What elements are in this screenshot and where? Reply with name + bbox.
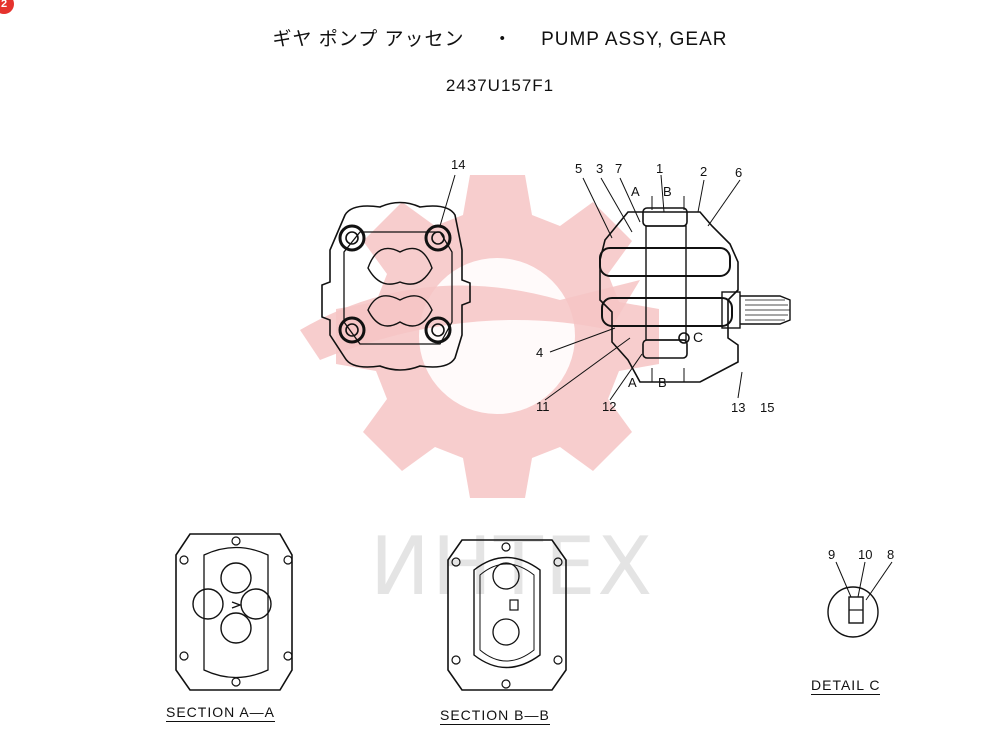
watermark-text: ИНТЕХ: [370, 520, 655, 613]
caption-section-aa: SECTION A—A: [166, 704, 276, 722]
callout-13: 13: [731, 400, 746, 415]
page-title: ギヤ ポンプ アッセン ・ PUMP ASSY, GEAR: [0, 24, 1000, 51]
section-aa-drawing: [175, 533, 293, 691]
part-number: 2437U157F1: [445, 76, 555, 95]
callout-15: 15: [760, 400, 775, 415]
callout-12: 12: [602, 399, 617, 414]
title-japanese: ギヤ ポンプ アッセン: [272, 29, 465, 50]
caption-section-bb: SECTION B—B: [440, 707, 550, 725]
callout-5: 5: [575, 161, 583, 176]
section-mark-a-top: A: [631, 184, 640, 199]
callout-4: 4: [536, 345, 544, 360]
title-separator: ・: [492, 29, 513, 50]
callout-11: 11: [536, 399, 550, 414]
section-bb-drawing: [447, 539, 567, 691]
callout-1: 1: [656, 161, 664, 176]
page-badge: 2: [0, 0, 14, 14]
front-view: [321, 174, 471, 371]
section-mark-b-bottom: B: [658, 375, 667, 390]
callout-2: 2: [700, 164, 708, 179]
section-mark-a-bottom: A: [628, 375, 637, 390]
callout-3: 3: [596, 161, 604, 176]
detail-c-drawing: [827, 561, 893, 638]
callout-14: 14: [451, 157, 466, 172]
callout-6: 6: [735, 165, 743, 180]
title-english: PUMP ASSY, GEAR: [541, 29, 728, 50]
callout-9: 9: [828, 547, 836, 562]
detail-mark-c: C: [693, 329, 704, 345]
section-mark-b-top: B: [663, 184, 672, 199]
callout-7: 7: [615, 161, 623, 176]
callout-10: 10: [858, 547, 873, 562]
callout-8: 8: [887, 547, 895, 562]
side-view: [544, 174, 791, 401]
caption-detail-c: DETAIL C: [811, 677, 881, 695]
